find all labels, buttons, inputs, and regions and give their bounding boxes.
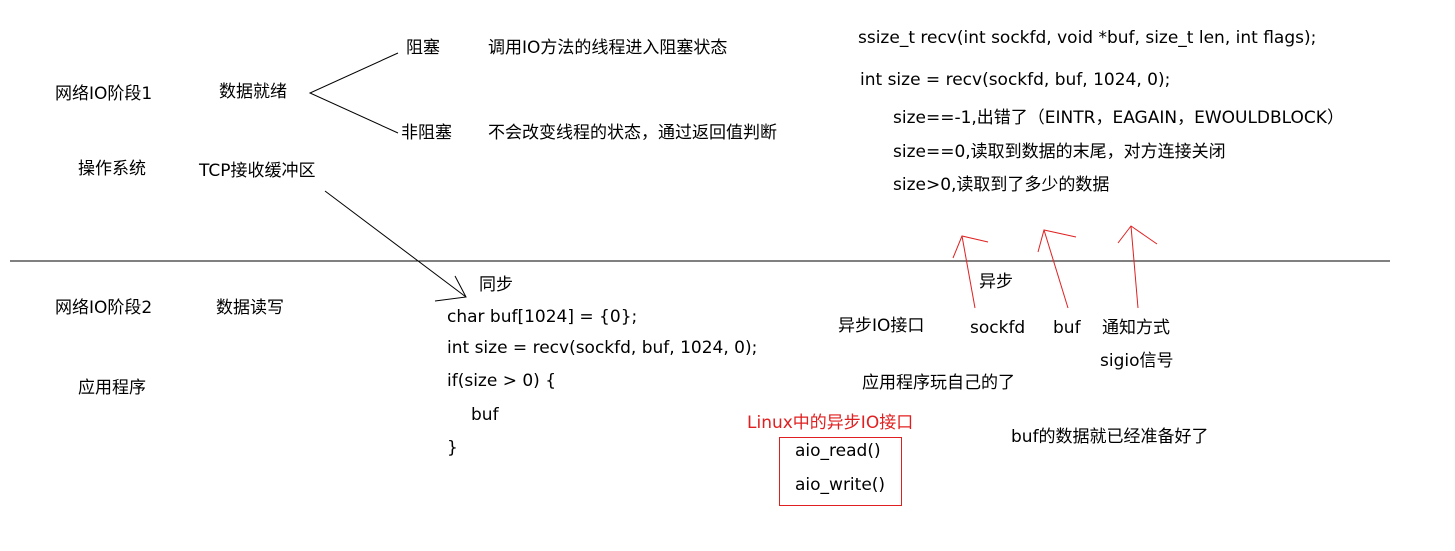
sockfd-arrow bbox=[961, 235, 976, 309]
aio-write-label: aio_write() bbox=[795, 475, 886, 495]
async-app-own-label: 应用程序玩自己的了 bbox=[862, 373, 1015, 393]
async-notify-label: 通知方式 bbox=[1102, 318, 1170, 338]
tcp-to-sync-arrow bbox=[324, 190, 467, 298]
os-label: 操作系统 bbox=[78, 159, 146, 179]
blocking-desc: 调用IO方法的线程进入阻塞状态 bbox=[488, 38, 728, 58]
data-ready-label: 数据就绪 bbox=[219, 82, 287, 102]
nonblocking-label: 非阻塞 bbox=[401, 123, 452, 143]
buf-arrow bbox=[1043, 229, 1069, 309]
notify-arrow bbox=[1130, 225, 1139, 309]
sync-code-line: char buf[1024] = {0}; bbox=[447, 307, 638, 327]
sockfd-arrowhead bbox=[952, 235, 989, 259]
sync-code-line: if(size > 0) { bbox=[447, 371, 557, 391]
sync-code-line: } bbox=[447, 438, 458, 458]
nonblocking-desc: 不会改变线程的状态，通过返回值判断 bbox=[488, 123, 777, 143]
data-rw-label: 数据读写 bbox=[216, 298, 284, 318]
recv-return-zero: size==0,读取到数据的末尾，对方连接关闭 bbox=[893, 142, 1226, 162]
stage1-label: 网络IO阶段1 bbox=[55, 84, 153, 104]
sync-code-line: int size = recv(sockfd, buf, 1024, 0); bbox=[447, 338, 758, 358]
tcp-buffer-label: TCP接收缓冲区 bbox=[199, 161, 316, 181]
linux-aio-box bbox=[779, 437, 902, 506]
notify-arrowhead bbox=[1117, 225, 1158, 245]
sync-code-line: buf bbox=[471, 405, 499, 425]
async-label: 异步 bbox=[979, 272, 1013, 292]
app-label: 应用程序 bbox=[78, 378, 146, 398]
sync-label: 同步 bbox=[479, 275, 513, 295]
stage2-label: 网络IO阶段2 bbox=[55, 298, 153, 318]
branch-lines bbox=[308, 52, 399, 134]
aio-read-label: aio_read() bbox=[795, 441, 881, 461]
recv-return-positive: size>0,读取到了多少的数据 bbox=[893, 175, 1110, 195]
async-sigio-label: sigio信号 bbox=[1100, 351, 1174, 371]
async-buf-label: buf bbox=[1053, 318, 1081, 338]
recv-signature: ssize_t recv(int sockfd, void *buf, size… bbox=[858, 28, 1317, 48]
async-buf-ready-label: buf的数据就已经准备好了 bbox=[1011, 427, 1209, 447]
buf-arrowhead bbox=[1037, 229, 1077, 253]
recv-return-error: size==-1,出错了（EINTR，EAGAIN，EWOULDBLOCK） bbox=[893, 108, 1344, 128]
recv-call: int size = recv(sockfd, buf, 1024, 0); bbox=[860, 70, 1171, 90]
async-sockfd-label: sockfd bbox=[970, 318, 1026, 338]
tcp-to-sync-arrowhead bbox=[434, 275, 467, 302]
blocking-label: 阻塞 bbox=[406, 38, 440, 58]
linux-aio-title: Linux中的异步IO接口 bbox=[747, 413, 914, 433]
async-interface-label: 异步IO接口 bbox=[838, 316, 925, 336]
